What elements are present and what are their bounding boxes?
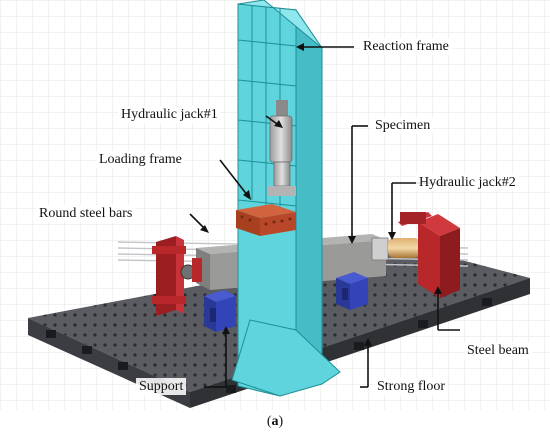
caption-close: ) <box>278 414 284 429</box>
right-steel-beam-shape <box>398 212 460 298</box>
left-steel-beam-shape <box>152 236 202 316</box>
label-support: Support <box>136 378 187 395</box>
figure-caption: (a) <box>0 414 550 430</box>
label-specimen: Specimen <box>372 117 434 134</box>
label-round-steel-bars: Round steel bars <box>36 205 136 222</box>
label-hydraulic-jack-1: Hydraulic jack#1 <box>118 106 221 123</box>
label-reaction-frame: Reaction frame <box>360 38 452 55</box>
right-support-shape <box>336 272 368 310</box>
caption-open: ( <box>266 414 272 429</box>
caption-letter: a <box>271 414 279 429</box>
loading-frame-shape <box>236 204 296 236</box>
leader-arrows <box>189 43 460 388</box>
label-loading-frame: Loading frame <box>96 151 185 168</box>
left-support-shape <box>204 290 236 332</box>
label-steel-beam: Steel beam <box>464 342 532 359</box>
hydraulic-jack-2-shape <box>371 237 420 261</box>
hydraulic-jack-1-shape <box>268 100 296 196</box>
label-strong-floor: Strong floor <box>374 378 449 395</box>
label-hydraulic-jack-2: Hydraulic jack#2 <box>416 174 519 191</box>
